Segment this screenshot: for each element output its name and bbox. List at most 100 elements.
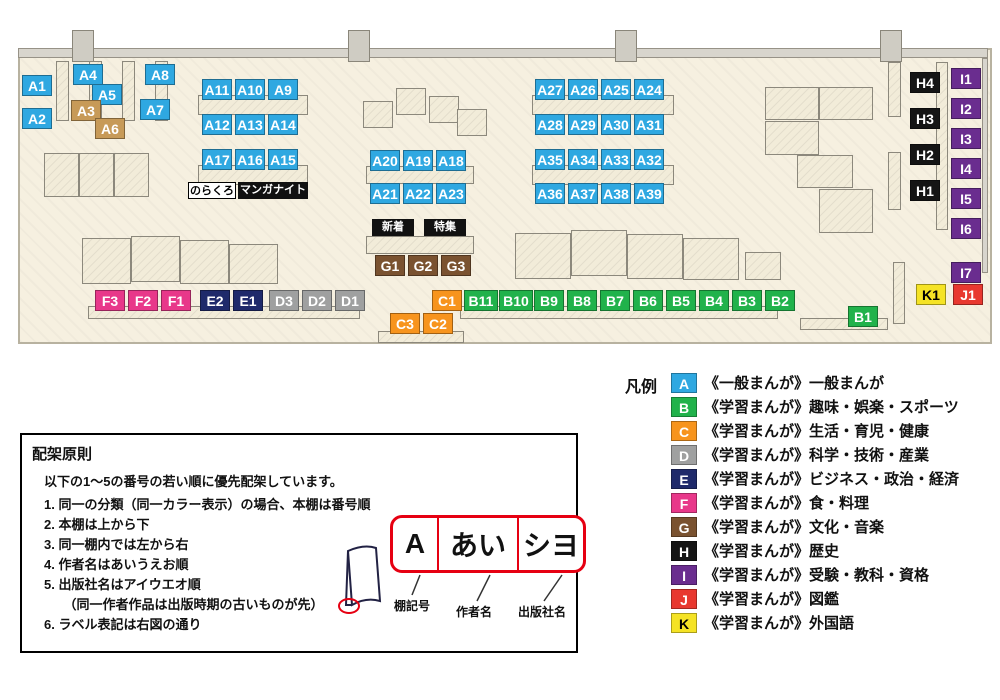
map-text-label: マンガナイト	[238, 182, 308, 199]
shelf-block	[515, 233, 571, 279]
principle-item-6: （同一作者作品は出版時期の古いものが先）	[44, 597, 324, 612]
shelf-label-A33: A33	[601, 149, 631, 170]
pillar	[348, 30, 370, 62]
principle-item-3: 3. 同一棚内では左から右	[44, 537, 189, 552]
legend-item-H: H《学習まんが》歴史	[671, 540, 959, 561]
shelf-label-B3: B3	[732, 290, 762, 311]
legend-item-A: A 《一般まんが》一般まんが	[671, 372, 959, 393]
shelf-label-A7: A7	[140, 99, 170, 120]
shelf-label-H1: H1	[910, 180, 940, 201]
legend-chip-C: C	[671, 420, 698, 441]
shelf-label-A31: A31	[634, 114, 664, 135]
shelf-label-C2: C2	[423, 313, 453, 334]
shelf-block	[366, 236, 474, 254]
principles-intro: 以下の1〜5の番号の若い順に優先配架しています。	[44, 474, 343, 489]
label-example-divider	[437, 518, 439, 570]
shelf-label-B5: B5	[666, 290, 696, 311]
legend-label-K: 《学習まんが》外国語	[704, 615, 855, 632]
shelf-label-F2: F2	[128, 290, 158, 311]
shelf-label-A19: A19	[403, 150, 433, 171]
shelf-block	[229, 244, 278, 284]
legend-item-I: I《学習まんが》受験・教科・資格	[671, 564, 959, 585]
principle-item-1: 1. 同一の分類（同一カラー表示）の場合、本棚は番号順	[44, 497, 371, 512]
shelf-block	[745, 252, 781, 280]
legend-chip-A: A	[671, 372, 698, 393]
legend-item-C: C 《学習まんが》生活・育児・健康	[671, 420, 959, 441]
shelf-label-F3: F3	[95, 290, 125, 311]
legend-item-D: D《学習まんが》科学・技術・産業	[671, 444, 959, 465]
legend-chip-F: F	[671, 492, 698, 513]
shelf-label-G3: G3	[441, 255, 471, 276]
shelf-label-I2: I2	[951, 98, 981, 119]
shelf-label-J1: J1	[953, 284, 983, 305]
legend-title: 凡例	[625, 379, 658, 396]
shelf-label-A18: A18	[436, 150, 466, 171]
label-example-author: あい	[449, 530, 506, 561]
legend-chip-G: G	[671, 516, 698, 537]
shelf-label-A8: A8	[145, 64, 175, 85]
pillar	[72, 30, 94, 62]
shelf-label-D1: D1	[335, 290, 365, 311]
shelf-label-A16: A16	[235, 149, 265, 170]
label-example-shelf-code: A	[404, 528, 426, 559]
shelf-label-A38: A38	[601, 183, 631, 204]
legend-label-B: 《学習まんが》趣味・娯楽・スポーツ	[704, 399, 959, 416]
shelf-label-A23: A23	[436, 183, 466, 204]
shelf-block	[131, 236, 180, 282]
shelf-block	[56, 61, 69, 121]
shelf-block	[627, 234, 683, 279]
shelf-label-A4: A4	[73, 64, 103, 85]
annotation-publisher-name: 出版社名	[518, 605, 567, 619]
shelf-label-B9: B9	[534, 290, 564, 311]
shelf-block	[797, 155, 853, 188]
shelf-label-A29: A29	[568, 114, 598, 135]
principle-item-5: 5. 出版社名はアイウエオ順	[44, 577, 201, 592]
shelf-label-E1: E1	[233, 290, 263, 311]
legend-chip-J: J	[671, 588, 698, 609]
shelf-label-D2: D2	[302, 290, 332, 311]
legend-label-C: 《学習まんが》生活・育児・健康	[704, 423, 930, 440]
shelf-label-A12: A12	[202, 114, 232, 135]
legend-item-J: J 《学習まんが》図鑑	[671, 588, 959, 609]
shelf-label-A25: A25	[601, 79, 631, 100]
shelf-label-A37: A37	[568, 183, 598, 204]
book-icon	[338, 545, 382, 614]
shelf-label-A11: A11	[202, 79, 232, 100]
shelf-label-A15: A15	[268, 149, 298, 170]
shelf-label-I7: I7	[951, 262, 981, 283]
label-example-box: A あい シヨ	[390, 515, 586, 573]
shelf-label-B1: B1	[848, 306, 878, 327]
shelf-label-B10: B10	[499, 290, 533, 311]
label-example-divider	[517, 518, 519, 570]
shelf-label-A35: A35	[535, 149, 565, 170]
legend-item-F: F《学習まんが》食・料理	[671, 492, 959, 513]
shelf-block	[82, 238, 131, 284]
shelf-label-B2: B2	[765, 290, 795, 311]
shelf-block	[893, 262, 905, 324]
shelf-label-A3: A3	[71, 100, 101, 121]
shelf-label-A5: A5	[92, 84, 122, 105]
wall-segment	[982, 58, 988, 273]
shelf-block	[571, 230, 627, 276]
shelf-label-I4: I4	[951, 158, 981, 179]
shelf-label-A21: A21	[370, 183, 400, 204]
shelf-block	[79, 153, 114, 197]
shelf-label-A24: A24	[634, 79, 664, 100]
shelf-label-A13: A13	[235, 114, 265, 135]
map-text-label: 新着	[372, 219, 414, 236]
shelf-label-D3: D3	[269, 290, 299, 311]
annotation-shelf-code: 棚記号	[394, 599, 431, 613]
shelf-label-A34: A34	[568, 149, 598, 170]
shelf-label-A26: A26	[568, 79, 598, 100]
legend-label-J: 《学習まんが》図鑑	[704, 591, 840, 608]
shelf-label-A2: A2	[22, 108, 52, 129]
shelf-block	[44, 153, 79, 197]
shelf-label-G2: G2	[408, 255, 438, 276]
legend-label-D: 《学習まんが》科学・技術・産業	[704, 447, 930, 464]
shelf-label-B11: B11	[464, 290, 498, 311]
legend-label-A: 《一般まんが》一般まんが	[704, 375, 885, 392]
shelf-block	[765, 121, 819, 155]
